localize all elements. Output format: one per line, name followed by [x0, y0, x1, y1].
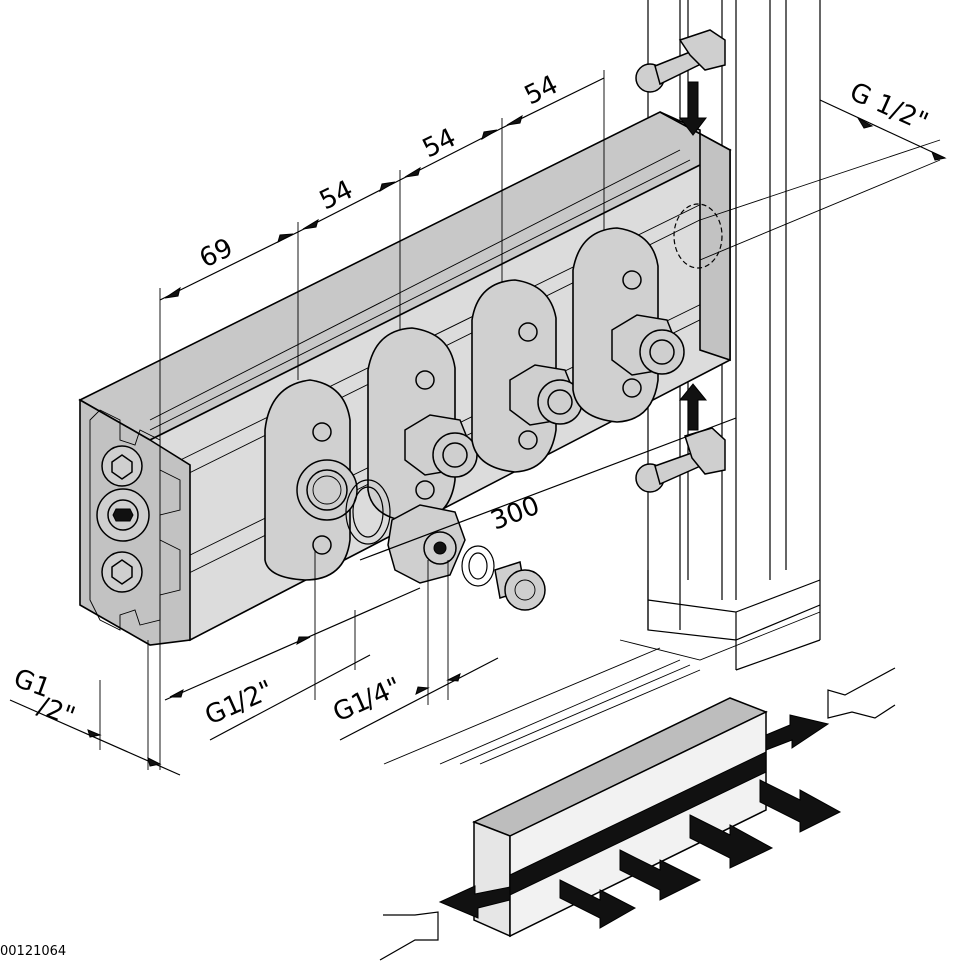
valve-plate-3: [471, 279, 583, 473]
dim-69: 69: [195, 233, 238, 274]
outlet-arrow-3: [689, 814, 774, 869]
washer: [461, 545, 495, 587]
seal-ring: [345, 479, 391, 545]
flow-schematic: [379, 667, 896, 961]
dim-300: 300: [487, 491, 544, 537]
outlet-arrow-1: [559, 879, 637, 929]
inlet-hint-left: [379, 911, 439, 961]
dim-port-outlet: G1 /4": [329, 672, 406, 728]
inlet-arrow-left: [438, 885, 511, 919]
dim-54-a: 54: [315, 175, 358, 216]
valve-plate-1: [264, 379, 358, 581]
inlet-hint-right: [827, 667, 896, 719]
hidden-port-indicator: [673, 203, 723, 269]
dim-port-top: G 1/2": [845, 77, 932, 138]
dimension-lines: [9, 70, 947, 776]
valve-plate-2: [367, 327, 478, 523]
dim-port-side: G1 /2": [201, 675, 278, 731]
dim-54-c: 54: [520, 70, 563, 111]
dim-54-b: 54: [418, 123, 461, 164]
valve-plate-4: [572, 227, 685, 423]
dim-port-end: G1 /2": [10, 663, 79, 732]
reducer-fitting: [387, 504, 466, 584]
mounting-screw-bottom: [635, 383, 726, 493]
mounting-screw-top: [635, 29, 726, 136]
plug-screw: [494, 561, 546, 611]
outlet-arrow-4: [759, 779, 842, 833]
outlet-arrow-2: [619, 849, 702, 901]
schematic-front: [473, 820, 511, 938]
document-number: 00121064: [0, 944, 67, 959]
inlet-arrow-right: [765, 714, 830, 751]
